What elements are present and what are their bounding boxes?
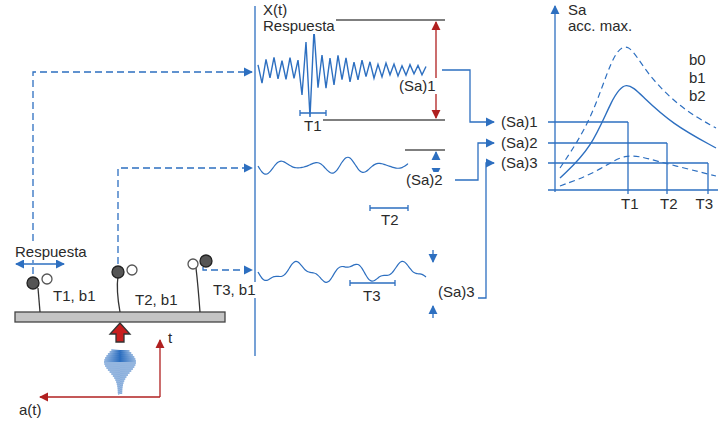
response-trace — [258, 261, 426, 282]
period-label: T3 — [362, 288, 382, 304]
axis-label: a(t) — [18, 402, 43, 418]
peak-arrow — [432, 306, 433, 318]
peak-label: (Sa)1 — [398, 78, 437, 94]
period-mark — [707, 163, 708, 194]
peak-label: (Sa)2 — [405, 172, 444, 188]
oscillator-mass — [112, 266, 124, 278]
oscillator-mass — [42, 274, 52, 284]
peak-arrow — [435, 152, 436, 158]
transfer-arrow — [455, 143, 494, 180]
period-label: T1 — [303, 118, 323, 134]
period-bracket — [370, 205, 408, 211]
oscillator-stem — [196, 268, 200, 312]
oscillator-mass — [200, 255, 212, 267]
axis-label: t — [167, 330, 173, 346]
axis-label: acc. max. — [567, 18, 633, 34]
damping-label: b1 — [688, 70, 707, 86]
time-axis — [159, 340, 160, 397]
axis-label: X(t) — [262, 2, 288, 18]
response-axis — [254, 6, 255, 356]
damping-label: b0 — [688, 52, 707, 68]
response-trace — [560, 156, 716, 186]
period-mark — [627, 122, 628, 194]
spectrum-axis — [548, 189, 718, 190]
period-label: T1 — [620, 196, 640, 212]
axis-label: Sa — [567, 2, 587, 18]
axis-label: Respuesta — [14, 244, 88, 260]
spectrum-level-label: (Sa)1 — [500, 114, 539, 130]
oscillator-mass — [127, 265, 137, 275]
response-trace — [560, 86, 716, 178]
damping-label: b2 — [688, 88, 707, 104]
period-label: T2 — [659, 196, 679, 212]
oscillator-label: T2, b1 — [134, 292, 179, 308]
response-arrow — [16, 263, 64, 264]
peak-label: (Sa)3 — [437, 284, 476, 300]
feed-line — [118, 168, 252, 264]
oscillator-label: T3, b1 — [212, 282, 257, 298]
peak-arrow — [432, 250, 433, 262]
response-trace — [258, 157, 408, 174]
spectrum-axis — [554, 6, 555, 192]
excitation-arrow — [110, 323, 130, 342]
response-trace — [258, 30, 426, 117]
transfer-arrow — [442, 70, 494, 122]
response-trace — [560, 47, 716, 168]
period-bracket — [300, 110, 326, 116]
base-plate — [15, 312, 225, 322]
oscillator-stem — [38, 288, 40, 312]
spectrum-level — [548, 142, 667, 143]
oscillator-mass — [27, 277, 39, 289]
peak-arrow — [435, 22, 436, 118]
peak-line — [310, 119, 445, 120]
peak-line — [405, 149, 445, 150]
period-label: T2 — [380, 212, 400, 228]
spectrum-level-label: (Sa)2 — [500, 135, 539, 151]
oscillator-label: T1, b1 — [52, 288, 97, 304]
spectrum-level-label: (Sa)3 — [500, 155, 539, 171]
accel-axis — [40, 396, 160, 397]
oscillator-mass — [188, 259, 198, 269]
period-label: T3 — [694, 196, 714, 212]
oscillator-stem — [117, 276, 120, 312]
transfer-arrow — [478, 163, 494, 298]
response-trace — [104, 350, 136, 394]
axis-label: Respuesta — [262, 18, 336, 34]
period-mark — [666, 143, 667, 194]
